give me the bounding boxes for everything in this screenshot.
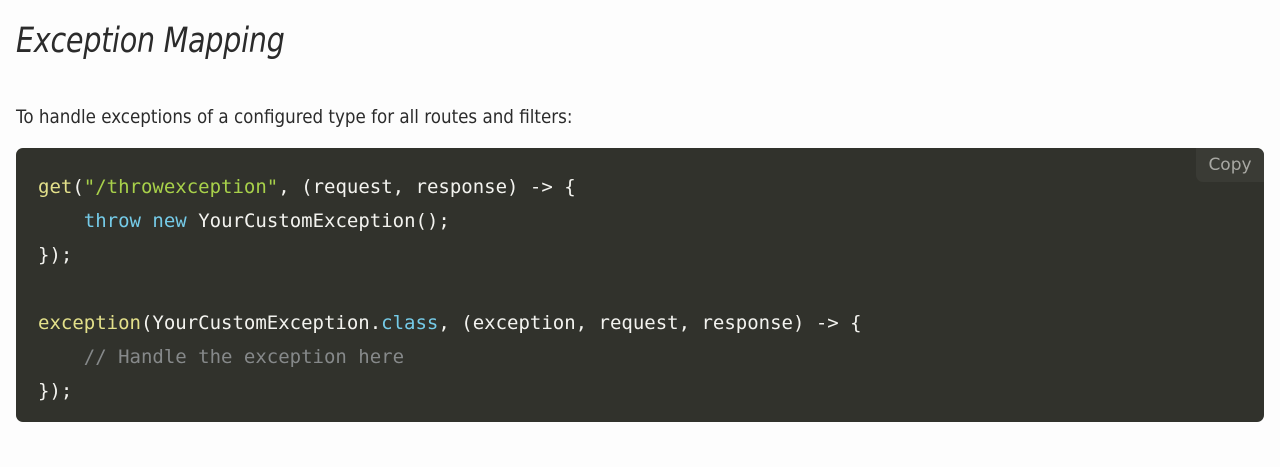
page-title: Exception Mapping: [16, 21, 285, 61]
code-token-plain: YourCustomException();: [186, 210, 450, 232]
code-token-plain: (: [72, 176, 84, 198]
code-block: Copy get("/throwexception", (request, re…: [16, 148, 1264, 422]
intro-paragraph: To handle exceptions of a configured typ…: [16, 106, 573, 128]
code-token-plain: [38, 346, 84, 368]
code-snippet: get("/throwexception", (request, respons…: [16, 148, 1264, 422]
code-token-plain: [38, 210, 84, 232]
code-token-keyword: new: [152, 210, 187, 232]
code-token-keyword: throw: [83, 210, 141, 232]
code-token-function: get: [38, 176, 73, 198]
code-token-function: exception: [38, 312, 141, 334]
code-token-plain: });: [38, 244, 73, 266]
code-token-plain: });: [38, 380, 73, 402]
code-token-string: "/throwexception": [83, 176, 279, 198]
code-token-comment: // Handle the exception here: [83, 346, 405, 368]
code-token-plain: (YourCustomException.: [140, 312, 382, 334]
code-token-plain: [141, 210, 152, 232]
code-token-keyword: class: [381, 312, 439, 334]
copy-code-button[interactable]: Copy: [1196, 148, 1264, 182]
code-scroll-area[interactable]: get("/throwexception", (request, respons…: [16, 148, 1264, 422]
code-token-plain: , (request, response) -> {: [278, 176, 576, 198]
code-token-plain: , (exception, request, response) -> {: [438, 312, 862, 334]
